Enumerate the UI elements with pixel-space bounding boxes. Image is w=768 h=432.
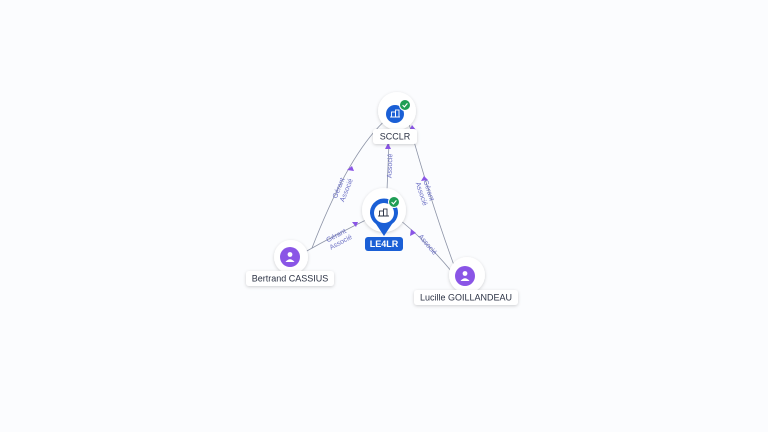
node-bertrand-cassius[interactable]: Bertrand CASSIUS — [246, 240, 334, 286]
svg-text:Associé: Associé — [417, 233, 438, 256]
person-icon — [285, 252, 295, 262]
node-label: LE4LR — [370, 239, 399, 249]
check-badge-icon — [399, 99, 411, 111]
node-lucille-goillandeau[interactable]: Lucille GOILLANDEAU — [414, 257, 518, 305]
svg-text:Gérant Associé: Gérant Associé — [332, 175, 355, 203]
arrow-icon — [352, 222, 358, 227]
svg-text:Associé: Associé — [387, 153, 395, 178]
check-badge-icon — [388, 196, 400, 208]
node-le4lr[interactable]: LE4LR — [362, 188, 406, 251]
person-icon — [460, 271, 470, 281]
edge-scclr-le4lr[interactable]: Associé — [385, 142, 395, 191]
arrow-icon — [410, 229, 416, 236]
edge-label: Associé — [387, 153, 395, 178]
node-label: SCCLR — [380, 132, 411, 142]
node-label: Bertrand CASSIUS — [252, 274, 329, 284]
edge-bertrand-le4lr[interactable]: Gérant Associé — [304, 217, 371, 253]
arrow-icon — [385, 143, 391, 149]
node-scclr[interactable]: SCCLR — [373, 92, 417, 144]
edge-label: Associé — [417, 233, 438, 256]
node-label: Lucille GOILLANDEAU — [420, 293, 512, 303]
building-icon — [378, 208, 389, 217]
arrow-icon — [421, 176, 428, 181]
building-icon — [390, 109, 400, 118]
edge-lucille-le4lr[interactable]: Associé — [399, 219, 453, 273]
svg-text:Gérant Associé: Gérant Associé — [325, 227, 354, 252]
arrow-icon — [347, 166, 354, 171]
